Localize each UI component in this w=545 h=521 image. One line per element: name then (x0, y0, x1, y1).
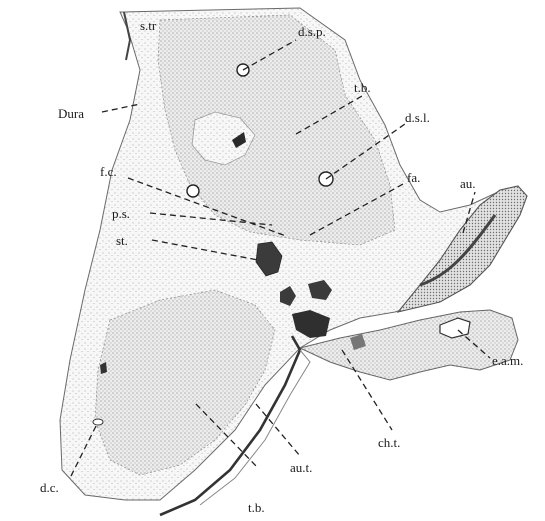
label-t-b-bottom: t.b. (248, 500, 265, 515)
label-dura: Dura (58, 106, 84, 121)
label-t-b-top: t.b. (354, 80, 371, 95)
label-au: au. (460, 176, 476, 191)
label-f-c: f.c. (100, 164, 117, 179)
label-fa: fa. (407, 170, 420, 185)
label-st: st. (116, 233, 128, 248)
label-p-s: p.s. (112, 206, 130, 221)
leader-au-t (256, 404, 300, 456)
label-d-s-l: d.s.l. (405, 110, 430, 125)
label-e-a-m: e.a.m. (492, 353, 523, 368)
ductus-cochlearis-mark (93, 419, 103, 425)
label-au-t: au.t. (290, 460, 312, 475)
label-d-s-p: d.s.p. (298, 24, 326, 39)
label-s-tr: s.tr (140, 18, 157, 33)
label-ch-t: ch.t. (378, 435, 400, 450)
label-d-c: d.c. (40, 480, 59, 495)
facial-canal-opening (187, 185, 199, 197)
